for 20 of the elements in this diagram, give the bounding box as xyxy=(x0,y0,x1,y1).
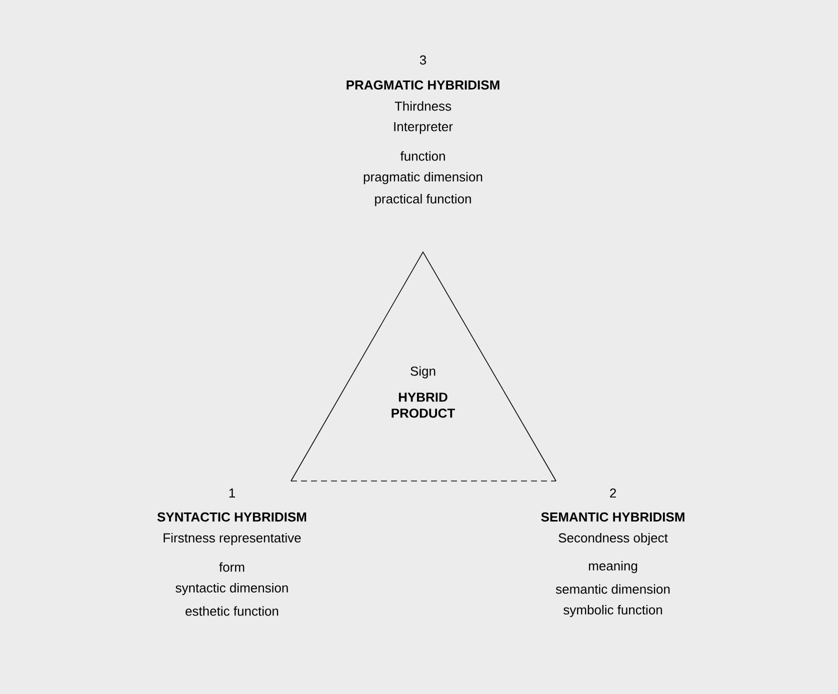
text-label: Secondness object xyxy=(558,532,668,546)
heading: SYNTACTIC HYBRIDISM xyxy=(157,512,306,522)
text-label: Thirdness xyxy=(394,101,452,111)
text-label: function xyxy=(400,151,445,161)
text-label: symbolic function xyxy=(564,604,662,618)
text-label: practical function xyxy=(375,194,471,206)
text-label: form xyxy=(219,562,244,572)
text-label: Firstness representative xyxy=(164,532,301,546)
text-label: esthetic function xyxy=(186,606,278,616)
heading: PRAGMATIC HYBRIDISM xyxy=(346,80,500,90)
number-label: 1 xyxy=(229,488,235,498)
number-label: 2 xyxy=(610,488,616,498)
text-label: syntactic dimension xyxy=(176,582,288,596)
text-label: semantic dimension xyxy=(556,584,670,594)
heading: SEMANTIC HYBRIDISM xyxy=(541,512,684,522)
text-label: Interpreter xyxy=(394,122,453,134)
text-label: meaning xyxy=(588,560,638,574)
number-label: 3 xyxy=(420,55,426,65)
text-label: pragmatic dimension xyxy=(364,172,482,184)
triangle: Sign HYBRID PRODUCT xyxy=(290,251,556,482)
